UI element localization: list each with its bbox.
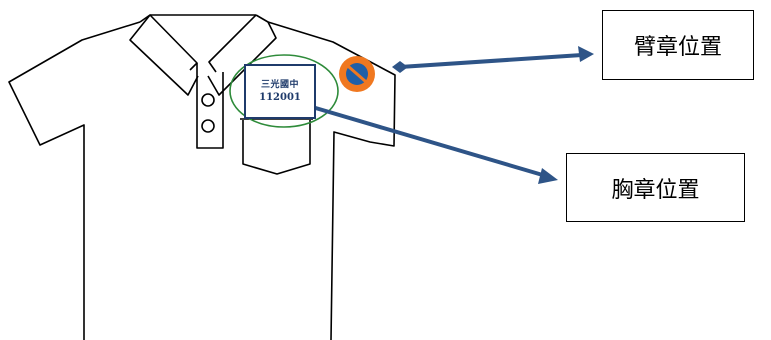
shirt-outline — [9, 15, 395, 340]
chest-badge: 三光國中 112001 — [244, 64, 316, 119]
chest-pocket — [243, 120, 310, 174]
button-bottom — [202, 120, 214, 132]
armband-position-label: 臂章位置 — [602, 10, 754, 80]
armband-arrow — [392, 46, 594, 73]
chest-badge-arrow — [296, 97, 558, 184]
chest-badge-position-label: 胸章位置 — [566, 153, 745, 222]
armband-badge-icon — [339, 56, 375, 92]
shirt-left-side — [9, 22, 140, 340]
chest-badge-school: 三光國中 — [246, 77, 314, 90]
button-top — [202, 94, 214, 106]
chest-badge-number: 112001 — [246, 92, 314, 103]
collar-left-flap — [130, 15, 198, 95]
collar-left — [140, 15, 197, 70]
